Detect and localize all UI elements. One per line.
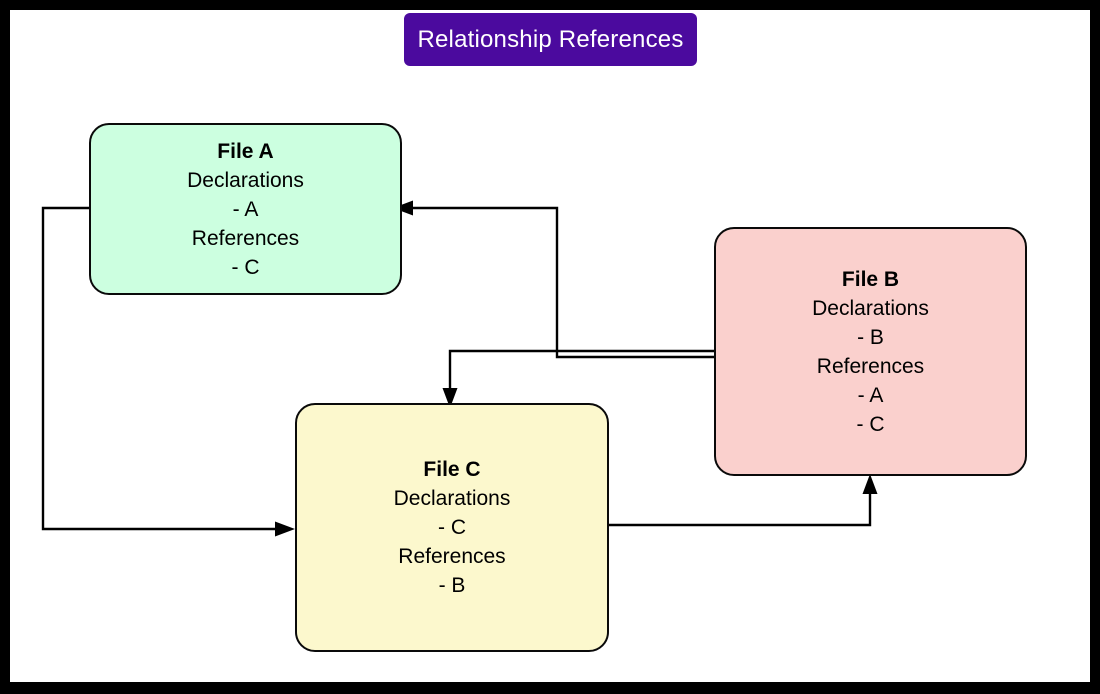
edge-file-b-to-file-c bbox=[442, 349, 714, 408]
node-file-b-line-0: Declarations bbox=[812, 296, 929, 320]
node-file-b[interactable]: File B Declarations - B References - A -… bbox=[714, 227, 1027, 476]
edge-file-c-to-file-b bbox=[609, 474, 878, 527]
node-file-a-line-0: Declarations bbox=[187, 168, 304, 192]
node-file-a-line-2: References bbox=[191, 226, 300, 250]
node-file-a-line-3: - C bbox=[231, 255, 260, 279]
connector-layer bbox=[41, 200, 878, 537]
node-file-b-line-3: - A bbox=[857, 383, 884, 407]
diagram-title-banner: Relationship References bbox=[404, 13, 697, 66]
node-file-c-line-2: References bbox=[398, 545, 506, 568]
edge-file-a-to-file-c bbox=[41, 206, 295, 537]
diagram-canvas: Relationship References File A Declarati… bbox=[10, 10, 1090, 682]
arrow-head-into-file-c-left bbox=[275, 521, 295, 537]
arrow-head-into-file-b-bottom bbox=[862, 474, 878, 494]
node-file-b-title: File B bbox=[841, 267, 900, 291]
node-file-c[interactable]: File C Declarations - C References - B bbox=[295, 403, 609, 652]
node-file-b-line-2: References bbox=[816, 354, 925, 378]
node-file-c-line-1: - C bbox=[438, 516, 466, 539]
node-file-c-line-0: Declarations bbox=[393, 487, 511, 510]
diagram-title-text: Relationship References bbox=[417, 25, 684, 53]
node-file-b-line-4: - C bbox=[856, 412, 885, 436]
arrow-head-into-file-c-top bbox=[442, 388, 458, 408]
node-file-a[interactable]: File A Declarations - A References - C bbox=[89, 123, 402, 295]
node-file-a-title: File A bbox=[217, 139, 274, 163]
edge-file-b-to-file-a bbox=[393, 200, 714, 359]
node-file-b-line-1: - B bbox=[857, 325, 884, 349]
arrow-head-into-file-a bbox=[393, 200, 413, 216]
node-file-a-line-1: - A bbox=[232, 197, 259, 221]
node-file-c-title: File C bbox=[423, 458, 481, 481]
node-file-c-line-3: - B bbox=[438, 574, 466, 597]
